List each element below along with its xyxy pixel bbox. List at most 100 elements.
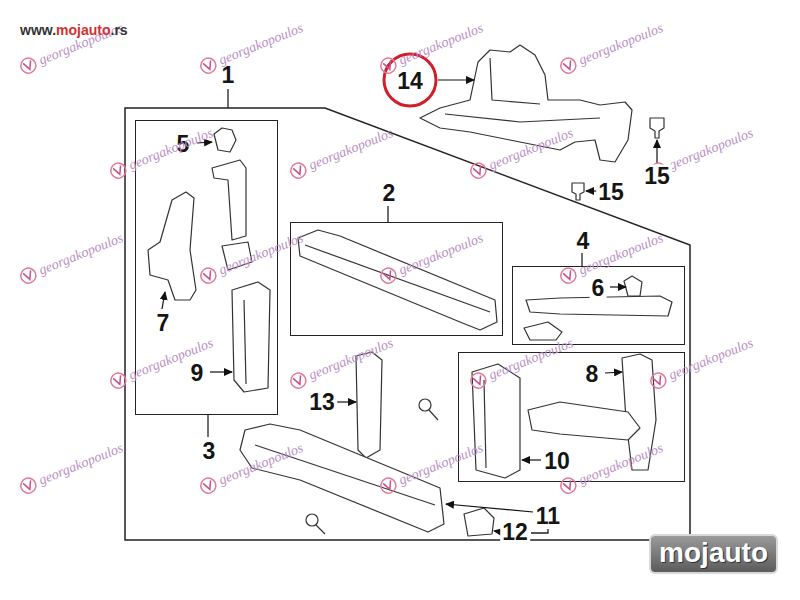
- bolt-shank: [429, 410, 438, 420]
- clip: [650, 118, 664, 138]
- callout-number: 3: [201, 440, 218, 463]
- logo-mark: [563, 480, 573, 490]
- watermark-text: georgakopoulos: [396, 20, 485, 68]
- watermark-text: georgakopoulos: [216, 230, 305, 278]
- callout-number: 11: [534, 505, 562, 528]
- leader-arrow: [610, 286, 626, 287]
- logo-mark: [383, 270, 393, 280]
- watermark-logo: [107, 159, 130, 182]
- callout-number: 12: [500, 521, 530, 544]
- leader-arrow: [162, 292, 165, 309]
- watermark-logo: [287, 159, 310, 182]
- logo-mark: [563, 270, 573, 280]
- logo-ring: [199, 56, 219, 76]
- outline-polygon: [125, 108, 690, 540]
- watermark-logo: [557, 54, 580, 77]
- leader-arrow: [605, 372, 622, 373]
- url-part: .rs: [111, 22, 128, 38]
- bar-edge: [305, 245, 490, 312]
- logo-ring: [289, 371, 309, 391]
- watermark-text: georgakopoulos: [216, 440, 305, 488]
- leader-arrow: [446, 504, 533, 512]
- leader-arrow: [210, 371, 232, 372]
- watermark-logo: [377, 474, 400, 497]
- watermark: georgakopoulos: [467, 334, 576, 392]
- watermark-logo: [197, 264, 220, 287]
- watermark-logo: [557, 264, 580, 287]
- callout-number: 2: [381, 182, 398, 205]
- watermark-logo: [377, 264, 400, 287]
- logo-ring: [109, 371, 129, 391]
- logo-ring: [559, 266, 579, 286]
- watermark: georgakopoulos: [377, 439, 486, 497]
- watermark-logo: [647, 369, 670, 392]
- watermark-text: georgakopoulos: [306, 125, 395, 173]
- logo-mark: [293, 375, 303, 385]
- logo-mark: [653, 165, 663, 175]
- watermark-text: georgakopoulos: [666, 125, 755, 173]
- logo-ring: [469, 371, 489, 391]
- logo-mark: [23, 270, 33, 280]
- logo-mark: [203, 60, 213, 70]
- plate-edge: [244, 300, 246, 384]
- side-plate: [232, 282, 270, 392]
- leader-arrow: [522, 459, 541, 460]
- logo-mark: [23, 60, 33, 70]
- watermark: georgakopoulos: [287, 334, 396, 392]
- logo-ring: [199, 476, 219, 496]
- watermark-logo: [557, 474, 580, 497]
- watermark-logo: [197, 474, 220, 497]
- watermark-text: georgakopoulos: [126, 125, 215, 173]
- leader-line: [387, 206, 388, 222]
- watermark-text: georgakopoulos: [36, 440, 125, 488]
- watermark-text: georgakopoulos: [36, 230, 125, 278]
- logo-ring: [199, 266, 219, 286]
- logo-mark: [203, 270, 213, 280]
- clip: [572, 183, 584, 200]
- watermark-text: georgakopoulos: [576, 20, 665, 68]
- logo-mark: [473, 165, 483, 175]
- watermark-logo: [17, 264, 40, 287]
- watermark: georgakopoulos: [557, 439, 666, 497]
- logo-mark: [383, 480, 393, 490]
- leader-arrow: [656, 140, 657, 163]
- callout-number: 4: [575, 230, 592, 253]
- leader-line: [207, 415, 208, 437]
- watermark: georgakopoulos: [107, 124, 216, 182]
- callout-number: 6: [590, 277, 607, 300]
- logo-mark: [203, 480, 213, 490]
- watermark: georgakopoulos: [557, 19, 666, 77]
- url-part: mojauto: [56, 22, 110, 38]
- watermark-logo: [467, 369, 490, 392]
- watermark-text: georgakopoulos: [666, 335, 755, 383]
- callout-number: 10: [542, 450, 572, 473]
- clip: [624, 276, 642, 296]
- logo-mark: [473, 375, 483, 385]
- logo-ring: [379, 476, 399, 496]
- site-url: www.mojauto.rs: [20, 22, 128, 38]
- bracket: [524, 322, 562, 340]
- callout-number: 7: [155, 312, 172, 335]
- watermark-logo: [107, 369, 130, 392]
- brand-text: mojauto: [659, 537, 768, 568]
- upper-tie-bar: [298, 230, 497, 330]
- callout-number: 15: [642, 165, 672, 188]
- logo-ring: [649, 371, 669, 391]
- watermark-text: georgakopoulos: [216, 20, 305, 68]
- bracket-line: [531, 529, 548, 533]
- logo-ring: [19, 476, 39, 496]
- bolt: [306, 514, 318, 526]
- logo-mark: [293, 165, 303, 175]
- watermark: georgakopoulos: [197, 19, 306, 77]
- logo-ring: [109, 161, 129, 181]
- watermark-text: georgakopoulos: [486, 125, 575, 173]
- logo-ring: [19, 56, 39, 76]
- url-part: www.: [20, 22, 56, 38]
- logo-ring: [649, 161, 669, 181]
- logo-ring: [559, 56, 579, 76]
- panel-rib: [445, 114, 600, 122]
- callout-number: 9: [189, 362, 206, 385]
- callout-number: 14: [395, 70, 425, 93]
- bracket: [212, 160, 246, 240]
